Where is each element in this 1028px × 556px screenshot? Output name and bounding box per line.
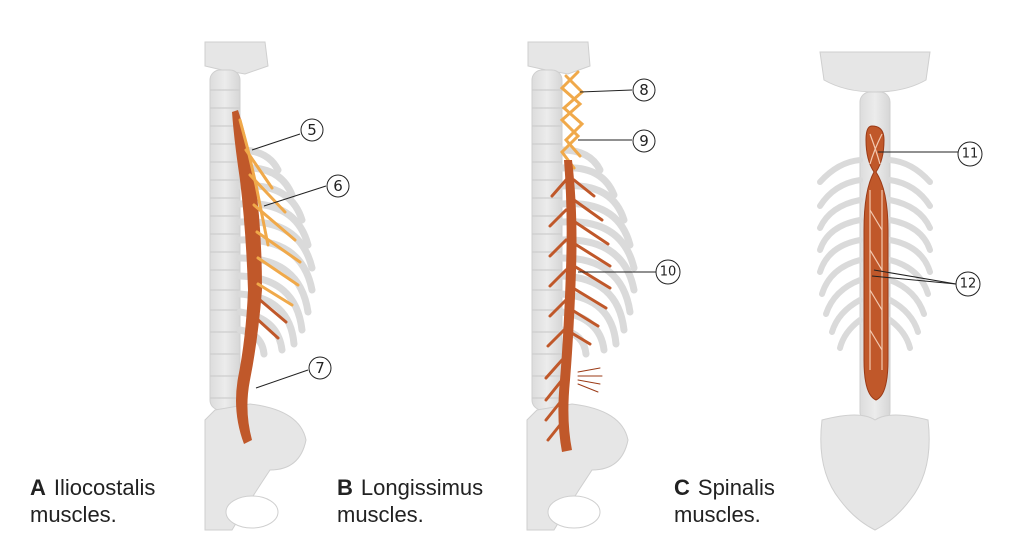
callout-9: 9	[632, 129, 656, 153]
longissimus-muscle	[544, 70, 612, 452]
callout-5: 5	[300, 118, 324, 142]
svg-text:12: 12	[960, 277, 977, 292]
callout-11: 11	[957, 141, 983, 167]
callout-8: 8	[632, 78, 656, 102]
iliocostalis-muscle	[232, 110, 302, 444]
svg-text:8: 8	[639, 81, 649, 99]
svg-text:7: 7	[315, 359, 325, 377]
panel-a-title-line2: muscles.	[30, 502, 117, 527]
svg-text:11: 11	[962, 147, 979, 162]
callout-6: 6	[326, 174, 350, 198]
callout-7: 7	[308, 356, 332, 380]
panel-c-letter: C	[674, 475, 690, 500]
leader-lines	[251, 89, 958, 389]
caption-panel-b: B Longissimus muscles.	[337, 474, 483, 528]
panel-c-title-line2: muscles.	[674, 502, 761, 527]
caption-panel-c: C Spinalis muscles.	[674, 474, 775, 528]
spinalis-muscle	[863, 125, 889, 401]
callout-12: 12	[955, 271, 981, 297]
svg-text:9: 9	[639, 132, 649, 150]
panel-c-title-line1: Spinalis	[697, 475, 775, 500]
callout-10: 10	[655, 259, 681, 285]
panel-a-title-line1: Iliocostalis	[53, 475, 156, 500]
panel-b-skeleton	[526, 41, 638, 531]
panel-b-letter: B	[337, 475, 353, 500]
panel-b-title-line2: muscles.	[337, 502, 424, 527]
panel-b-title-line1: Longissimus	[360, 475, 484, 500]
svg-text:6: 6	[333, 177, 343, 195]
callout-markers: 5 6 7 8 9 10 11 12	[300, 78, 983, 380]
caption-panel-a: A Iliocostalis muscles.	[30, 474, 155, 528]
panel-a-letter: A	[30, 475, 46, 500]
svg-text:10: 10	[660, 265, 677, 280]
svg-text:5: 5	[307, 121, 317, 139]
